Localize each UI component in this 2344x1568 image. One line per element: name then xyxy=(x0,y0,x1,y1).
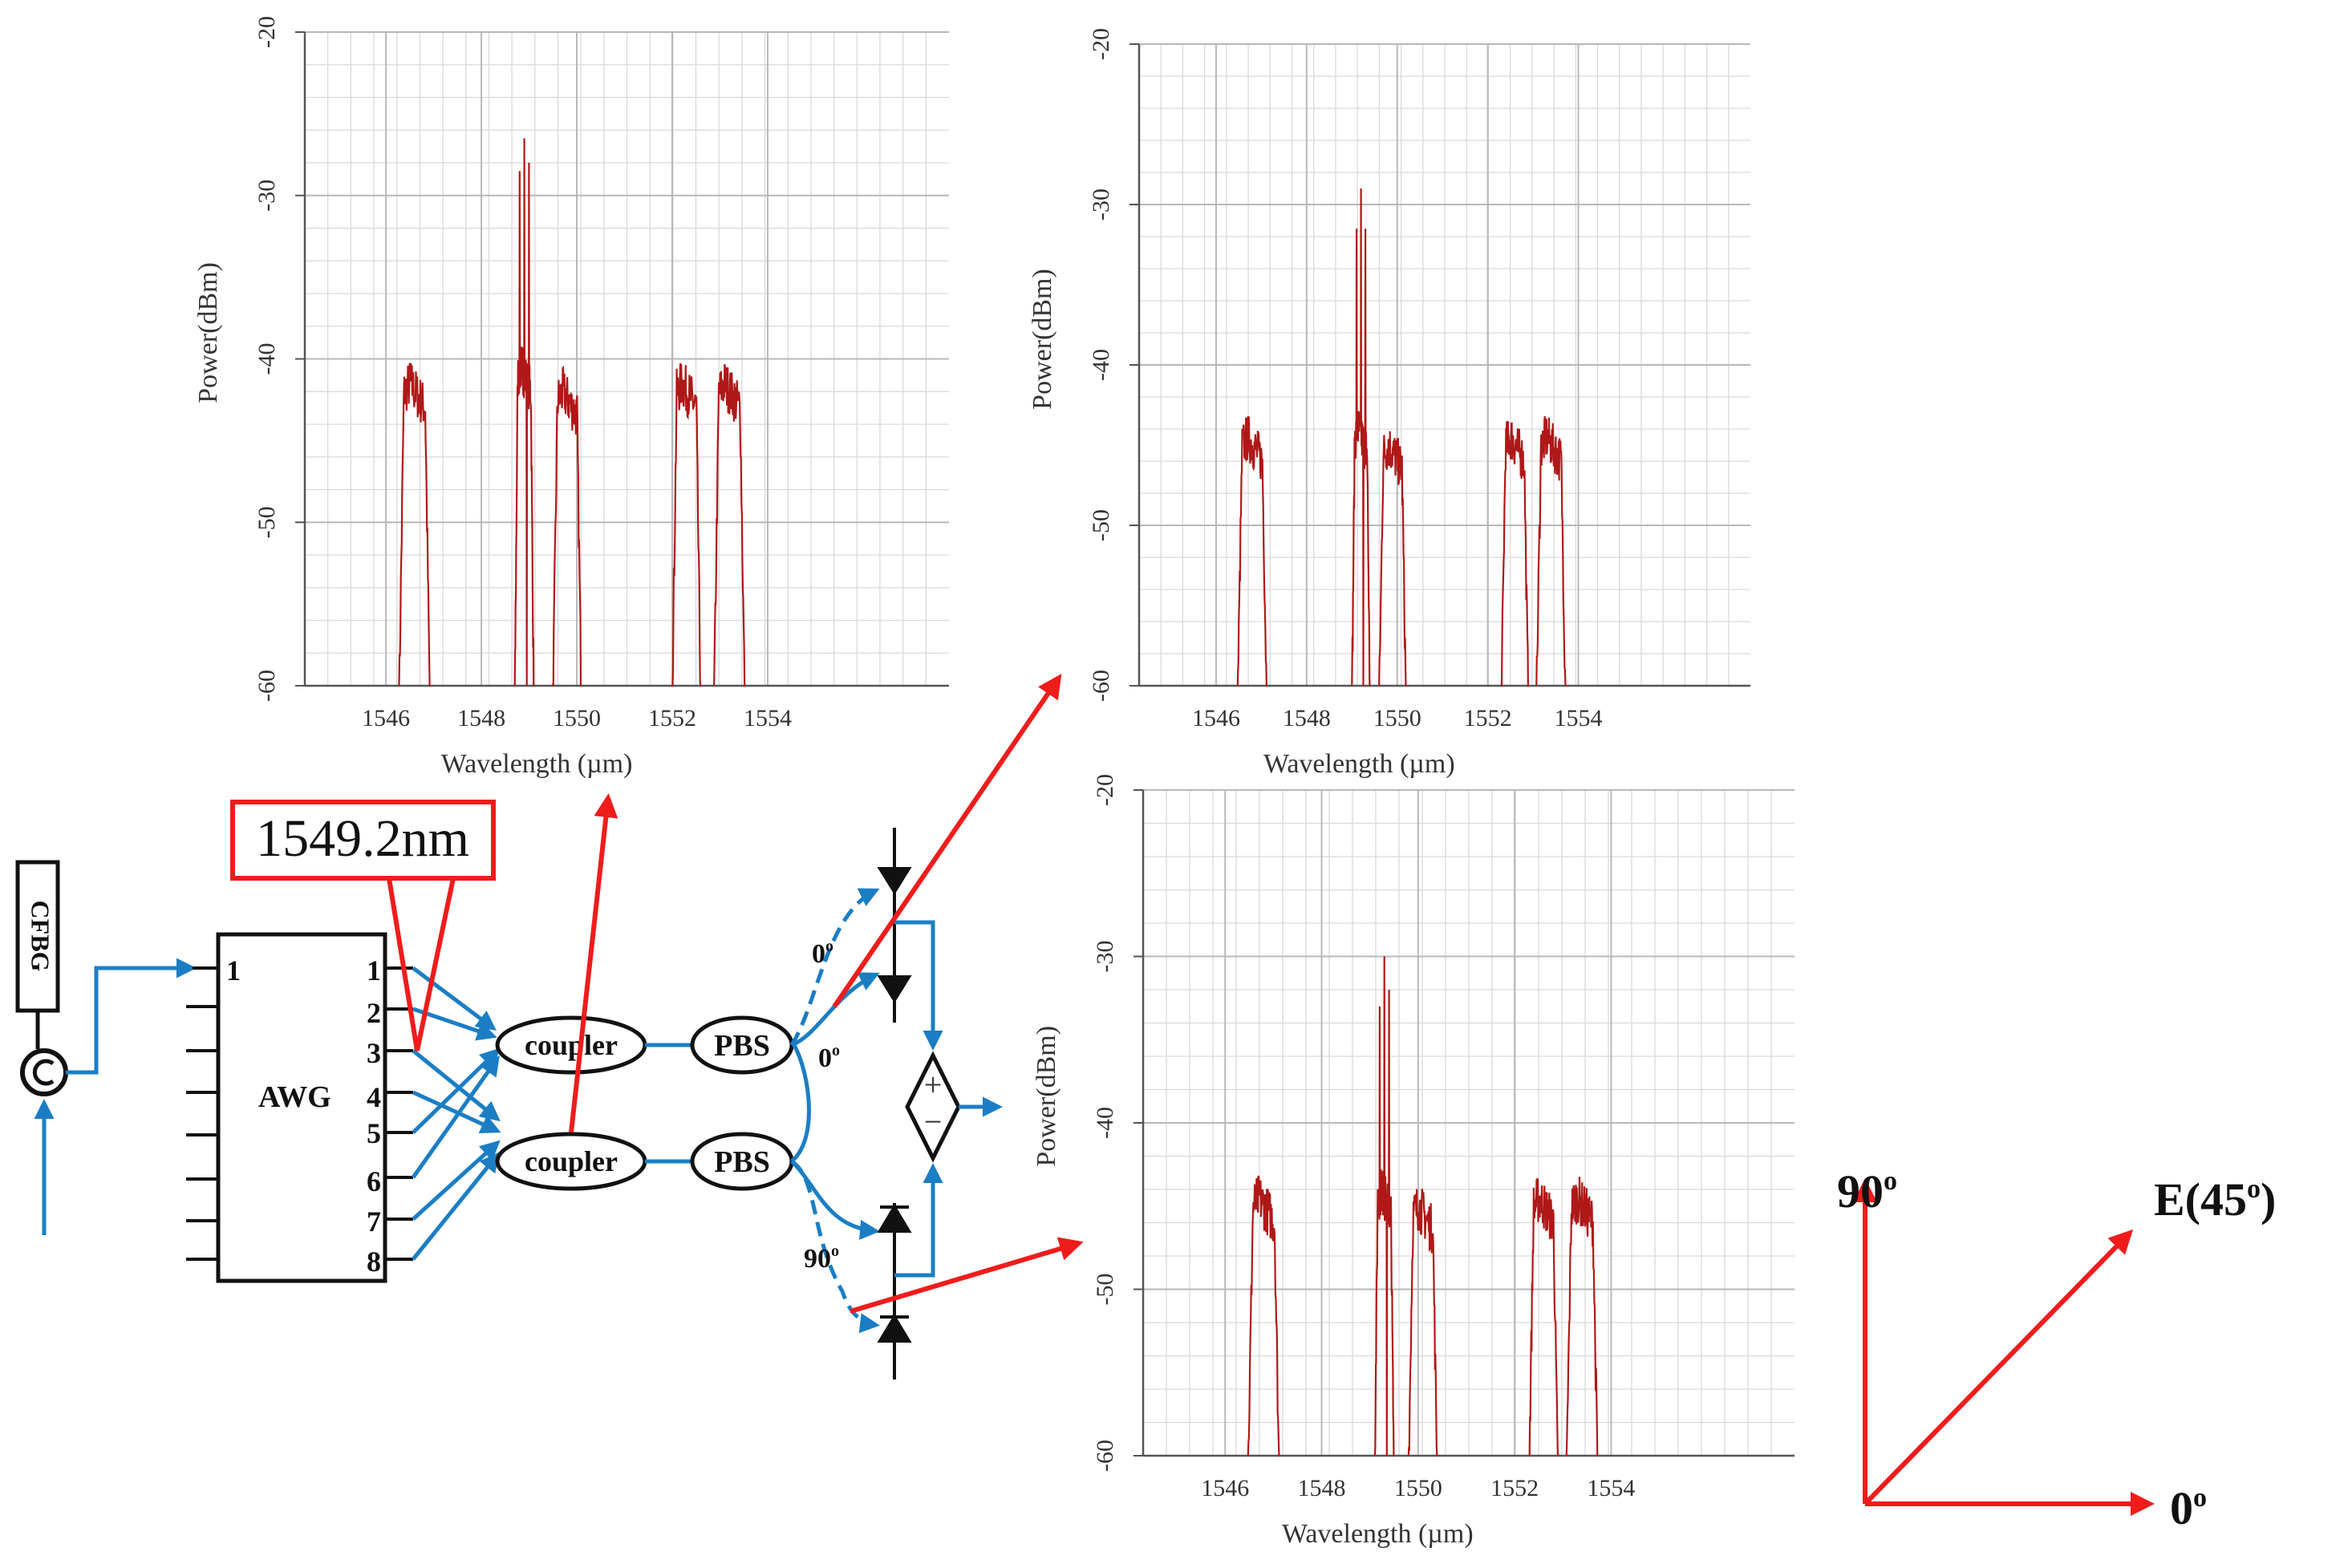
x-tick-label: 1546 xyxy=(1192,705,1240,731)
y-tick-label: -50 xyxy=(1092,1274,1118,1306)
pbs-top-label: PBS xyxy=(714,1029,770,1063)
spectrum-peak xyxy=(1500,421,1529,687)
schematic: CFBG AWG 1 1 2 3 4 5 6 7 8 xyxy=(15,674,1084,1380)
circulator-icon xyxy=(20,1048,68,1096)
arrow-to-chart-2 xyxy=(832,674,1062,1008)
wavelength-callout-box xyxy=(230,800,496,881)
awg-box xyxy=(216,932,387,1283)
pbs-bottom-label: PBS xyxy=(714,1145,770,1179)
label-90: 90o xyxy=(1837,1165,1897,1218)
spectrum-peak xyxy=(1407,1189,1438,1457)
y-axis-label: Power(dBm) xyxy=(193,262,223,403)
y-axis-label: Power(dBm) xyxy=(1032,1026,1061,1167)
x-tick-label: 1548 xyxy=(457,705,505,731)
pbs-output-fibers xyxy=(789,888,880,1334)
x-tick-label: 1550 xyxy=(1394,1475,1442,1501)
y-tick-label: -30 xyxy=(253,180,280,212)
x-tick-label: 1552 xyxy=(1464,705,1512,731)
label-0: 0o xyxy=(2170,1482,2207,1534)
label-45: E(45o) xyxy=(2154,1173,2276,1226)
y-tick-label: -30 xyxy=(1088,188,1114,221)
axis-45 xyxy=(1863,1229,2134,1506)
spectrum-peak xyxy=(513,138,535,687)
awg-out-2: 2 xyxy=(367,997,381,1029)
spectrum-peak xyxy=(1528,1177,1559,1457)
spectrum-peak xyxy=(1535,415,1567,687)
subtractor-minus: − xyxy=(924,1104,943,1140)
y-tick-label: -50 xyxy=(253,506,280,538)
awg-to-coupler-fibers xyxy=(411,966,501,1261)
spectrum-peak xyxy=(1565,1177,1599,1457)
spectrum-peak xyxy=(1247,1175,1280,1457)
x-tick-label: 1552 xyxy=(1490,1475,1539,1501)
x-tick-label: 1552 xyxy=(648,705,696,731)
subtractor-plus: + xyxy=(924,1067,943,1103)
spectrum-peak xyxy=(1351,188,1371,687)
awg-out-1: 1 xyxy=(367,954,381,987)
wavelength-callout: 1549.2nm xyxy=(256,809,469,868)
spectrum-chart-3: 1546 1548 1550 1552 1554 -20 -30 -40 -50 -60Wavel… xyxy=(1032,774,1794,1549)
x-axis-label: Wavelength (µm) xyxy=(441,749,633,779)
spectrum-peak xyxy=(1378,431,1407,687)
spectrum-chart-1: 1546 1548 1550 1552 1554 -20 -30 -40 -50 -60Wavel… xyxy=(193,16,949,779)
pd-top-sum-wire xyxy=(894,920,943,1051)
y-axis-label: Power(dBm) xyxy=(1028,269,1057,410)
y-tick-label: -20 xyxy=(253,16,280,48)
awg-out-8: 8 xyxy=(367,1246,381,1278)
cfbg-label: CFBG xyxy=(26,901,55,972)
x-tick-label: 1554 xyxy=(744,705,792,731)
arrow-to-chart-3 xyxy=(850,1237,1084,1314)
y-tick-label: -60 xyxy=(253,670,280,702)
awg-label: AWG xyxy=(258,1080,331,1114)
photodiodes xyxy=(877,828,912,1380)
awg-out-6: 6 xyxy=(367,1165,381,1197)
awg-out-7: 7 xyxy=(367,1205,381,1238)
y-tick-label: -60 xyxy=(1092,1440,1118,1472)
y-tick-label: -60 xyxy=(1088,670,1114,702)
x-tick-label: 1554 xyxy=(1587,1475,1635,1501)
x-tick-label: 1548 xyxy=(1298,1475,1346,1501)
awg-out-3: 3 xyxy=(367,1037,381,1069)
y-tick-label: -40 xyxy=(1088,349,1114,381)
awg-out-5: 5 xyxy=(367,1117,381,1149)
x-tick-label: 1546 xyxy=(1201,1475,1249,1501)
x-tick-label: 1550 xyxy=(1373,705,1421,731)
x-tick-label: 1546 xyxy=(362,705,410,731)
spectrum-chart-2: 1546 1548 1550 1552 1554 -20 -30 -40 -50 -60Wavel… xyxy=(1028,28,1750,779)
x-tick-label: 1550 xyxy=(553,705,601,731)
coupler-bottom-label: coupler xyxy=(525,1145,618,1177)
spectrum-peak xyxy=(1373,956,1395,1457)
spectrum-peak xyxy=(713,363,746,687)
y-tick-label: -20 xyxy=(1088,28,1114,60)
awg-out-4: 4 xyxy=(367,1081,381,1113)
arrow-to-chart-1 xyxy=(569,793,618,1133)
spectrum-peak xyxy=(552,365,582,687)
awg-input-stubs xyxy=(186,1005,218,1261)
y-tick-label: -50 xyxy=(1088,509,1114,541)
polarization-axes: 90o 0o E(45o) xyxy=(1837,1165,2276,1534)
spectrum-peak xyxy=(1236,415,1267,687)
spectrum-peak xyxy=(671,363,702,687)
y-tick-label: -40 xyxy=(253,343,280,375)
x-tick-label: 1548 xyxy=(1283,705,1331,731)
angle-label-top-b: 0o xyxy=(818,1042,840,1073)
angle-label-bottom: 90o xyxy=(804,1242,839,1274)
circulator-arrow-icon xyxy=(32,1059,55,1086)
circulator-to-awg-fiber xyxy=(66,958,197,1075)
awg-input-port: 1 xyxy=(226,954,241,987)
y-tick-label: -20 xyxy=(1092,774,1118,806)
y-tick-label: -30 xyxy=(1092,941,1118,973)
callout-pointer xyxy=(387,877,456,1051)
angle-label-top-a: 0o xyxy=(812,938,833,969)
coupler-top-label: coupler xyxy=(525,1029,618,1061)
spectrum-peak xyxy=(398,362,431,687)
subtractor xyxy=(905,1051,961,1163)
x-axis-label: Wavelength (µm) xyxy=(1282,1519,1474,1549)
x-axis-label: Wavelength (µm) xyxy=(1263,749,1455,779)
x-tick-label: 1554 xyxy=(1555,705,1603,731)
y-tick-label: -40 xyxy=(1092,1107,1118,1139)
pd-bottom-sum-wire xyxy=(894,1163,943,1278)
